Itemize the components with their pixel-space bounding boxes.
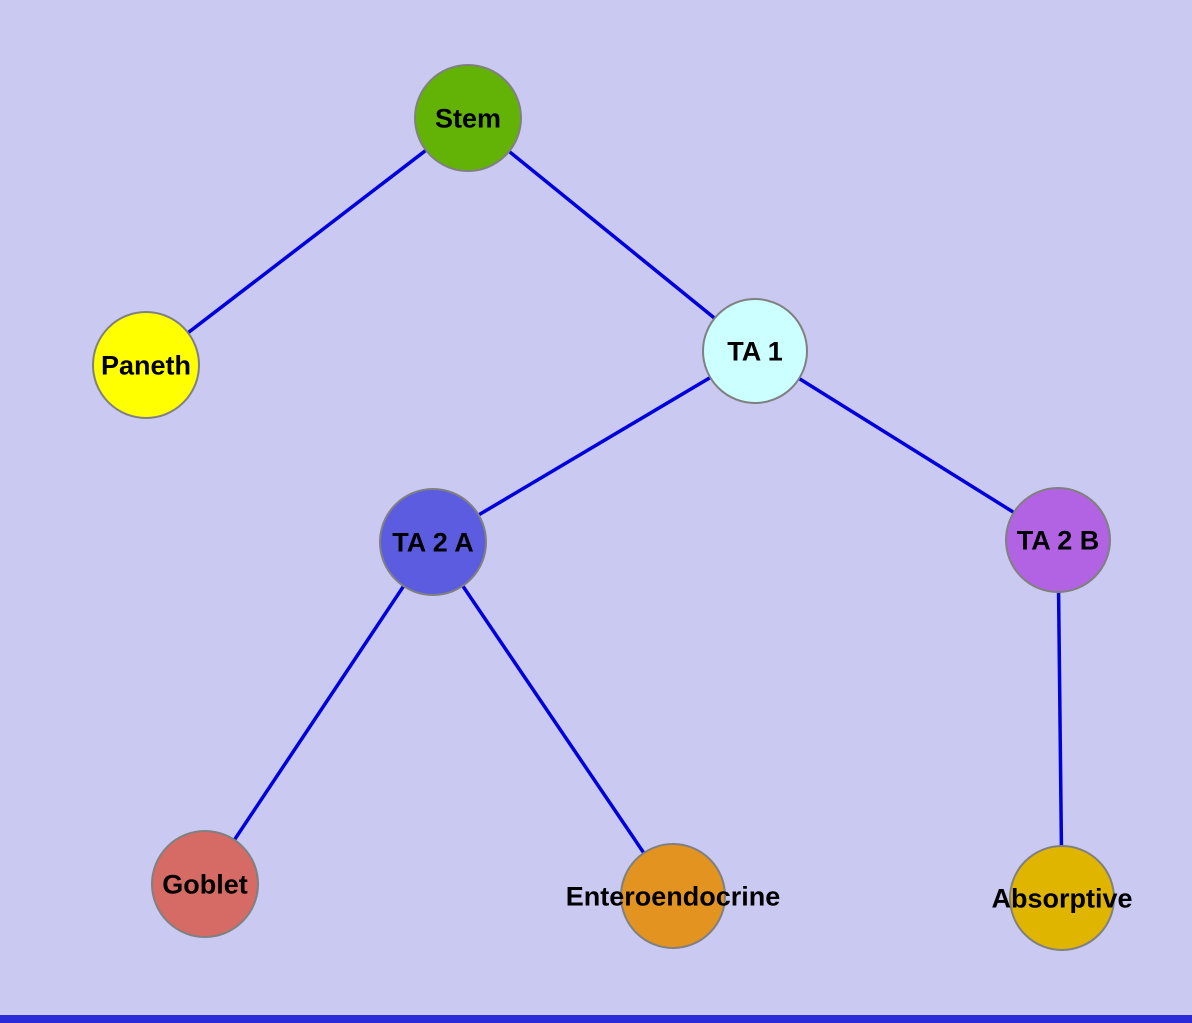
node-ta2a[interactable]	[379, 488, 487, 596]
window-bottom-edge	[0, 1015, 1192, 1023]
edge-stem-ta1	[466, 116, 757, 353]
node-paneth[interactable]	[92, 311, 200, 419]
edge-ta2a-goblet	[203, 541, 435, 885]
edge-ta2b-absorptive	[1056, 539, 1064, 899]
edge-ta1-ta2b	[754, 349, 1059, 542]
edge-ta1-ta2a	[432, 349, 756, 544]
node-stem[interactable]	[414, 64, 522, 172]
node-enteroendocrine[interactable]	[620, 843, 726, 949]
node-goblet[interactable]	[151, 830, 259, 938]
node-absorptive[interactable]	[1009, 845, 1115, 951]
node-ta1[interactable]	[702, 298, 808, 404]
edge-stem-paneth	[144, 116, 470, 367]
edge-ta2a-enteroendocrine	[431, 541, 675, 897]
node-ta2b[interactable]	[1005, 487, 1111, 593]
